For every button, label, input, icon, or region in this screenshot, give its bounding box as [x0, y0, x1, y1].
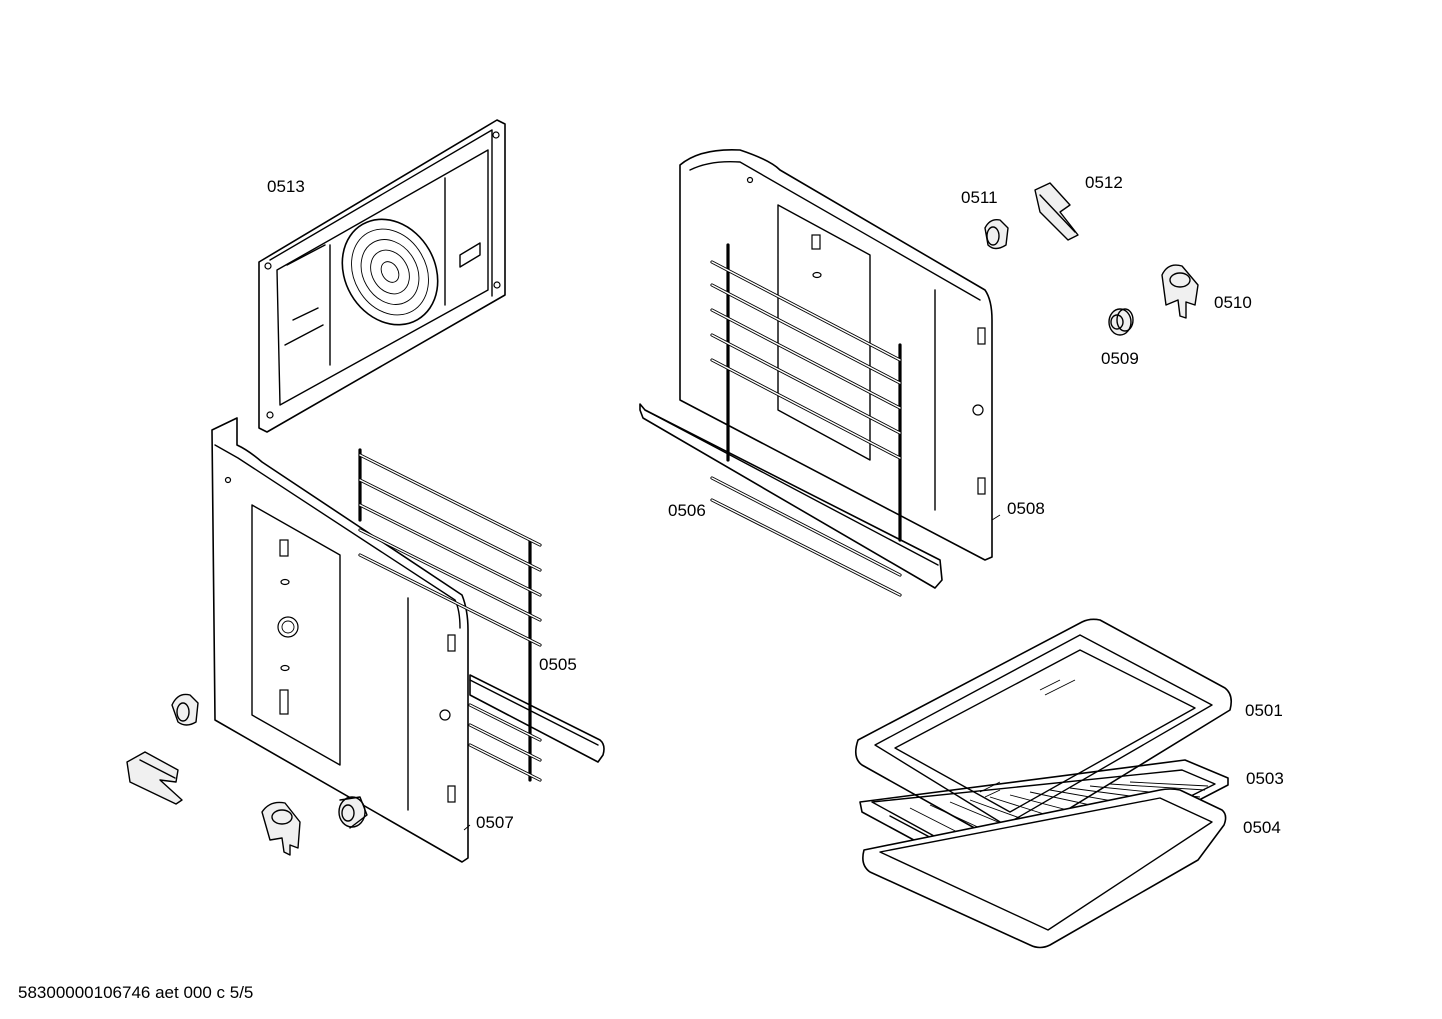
right-side-wall	[639, 148, 993, 597]
callout-0507: 0507	[476, 813, 514, 832]
callout-0512: 0512	[1085, 173, 1123, 192]
leader-lines	[463, 514, 1001, 831]
part-0510	[1161, 264, 1199, 319]
part-0512	[1034, 182, 1079, 241]
deep-tray	[862, 788, 1227, 949]
loose-clip-left	[126, 751, 183, 805]
callout-0508: 0508	[1007, 499, 1045, 518]
rear-fan-panel	[258, 119, 506, 433]
baking-tray	[854, 618, 1232, 844]
callout-0513: 0513	[267, 177, 305, 196]
callout-0503: 0503	[1246, 769, 1284, 788]
loose-clamp-left	[261, 801, 301, 856]
callout-0504: 0504	[1243, 818, 1281, 837]
document-code: 58300000106746 aet 000 c 5/5	[18, 983, 254, 1002]
callout-0510: 0510	[1214, 293, 1252, 312]
callout-0501: 0501	[1245, 701, 1283, 720]
loose-bushing-left	[338, 796, 368, 829]
part-0511	[984, 218, 1009, 250]
left-side-wall	[211, 417, 605, 863]
callout-0511: 0511	[961, 188, 998, 207]
part-0509	[1108, 308, 1134, 336]
callout-0505: 0505	[539, 655, 577, 674]
callout-0506: 0506	[668, 501, 706, 520]
callout-0509: 0509	[1101, 349, 1139, 368]
loose-knob-left	[171, 693, 199, 726]
